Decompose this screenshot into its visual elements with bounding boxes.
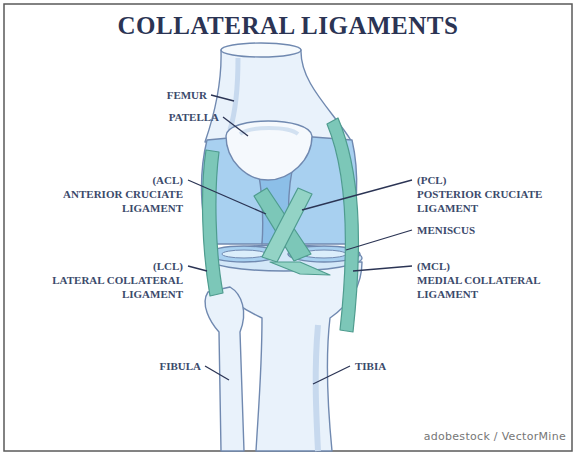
mcl-ligament [327,118,358,332]
part-label: MEDIAL COLLATERAL LIGAMENT [417,273,569,301]
fibula-bone [205,287,244,451]
leader-line [346,230,412,250]
frame [4,4,572,451]
abbreviation-label: (LCL) [153,259,183,273]
leader-line [313,366,350,384]
ligament-fibres [270,262,330,275]
diagram-title: COLLATERAL LIGAMENTS [0,12,576,40]
part-label: ANTERIOR CRUCIATE LIGAMENT [23,187,183,215]
acl-ligament [254,188,311,261]
tibia-shade [316,325,318,451]
part-label: FEMUR [167,88,207,102]
lcl-ligament [203,150,223,296]
femur-shade [230,58,238,130]
leader-line [188,180,266,214]
part-label: PATELLA [169,110,219,124]
abbreviation-label: (MCL) [417,259,450,273]
leader-line [188,266,207,271]
leader-line [353,266,412,271]
abbreviation-label: (ACL) [152,173,183,187]
femur-cut [221,43,301,57]
patella-shade [240,128,298,134]
leader-line [211,95,234,101]
leader-line [205,366,229,380]
leader-line [302,180,412,210]
abbreviation-label: (PCL) [417,173,446,187]
part-label: MENISCUS [417,223,475,237]
tibia-bone [206,262,362,451]
part-label: FIBULA [159,359,201,373]
part-label: LATERAL COLLATERAL LIGAMENT [23,273,183,301]
part-label: POSTERIOR CRUCIATE LIGAMENT [417,187,569,215]
leader-lines [188,95,412,384]
meniscus-inner [222,250,266,258]
ligaments [203,118,359,332]
pcl-ligament [262,188,312,262]
knee-joint [202,43,362,451]
watermark: adobestock / VectorMine [424,430,566,444]
part-label: TIBIA [355,359,386,373]
leader-line [223,117,248,136]
